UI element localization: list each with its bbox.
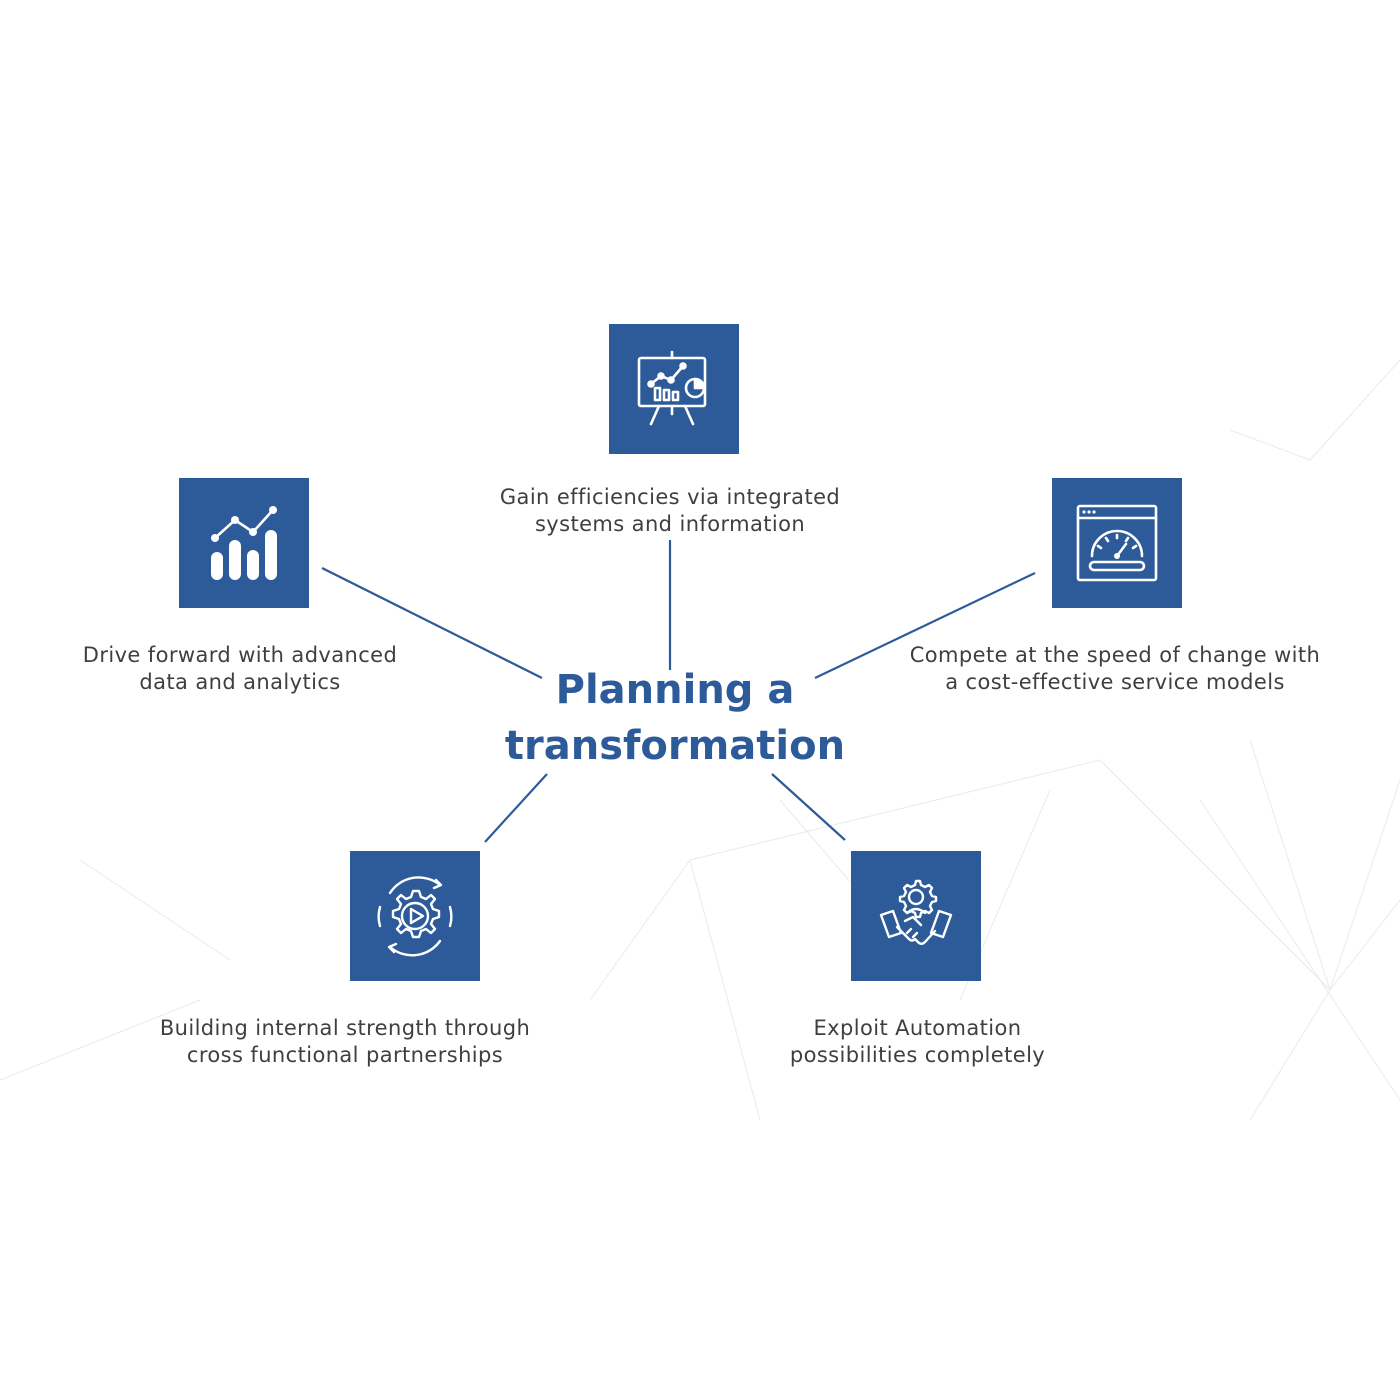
node-top-label: Gain efficiencies via integrated systems… [499, 485, 841, 536]
node-bottom-left-tile [350, 851, 480, 981]
center-title-line1: Planning a [555, 667, 795, 713]
node-top-tile [609, 324, 739, 454]
connector-right [814, 572, 1036, 679]
connector-left [321, 567, 543, 679]
handshake-team-gear-icon [879, 879, 953, 945]
center-title-line2: transformation [504, 723, 846, 769]
node-left-tile [179, 478, 309, 608]
node-right-tile [1052, 478, 1182, 608]
speedometer-window-icon [1076, 504, 1158, 582]
rising-bar-chart-icon [211, 506, 277, 580]
node-bottom-left-label: Building internal strength through cross… [159, 1016, 531, 1067]
connector-bottom-right [771, 773, 846, 841]
connector-bottom-left [484, 773, 548, 843]
center-title: Planning a transformation [470, 662, 880, 774]
node-bottom-right-tile [851, 851, 981, 981]
presentation-board-chart-icon [637, 350, 707, 426]
node-left-label: Drive forward with advanced data and ana… [82, 643, 398, 694]
node-bottom-right-label: Exploit Automation possibilities complet… [789, 1016, 1046, 1067]
node-right-label: Compete at the speed of change with a co… [909, 643, 1321, 694]
gear-cycle-play-icon [377, 876, 453, 957]
